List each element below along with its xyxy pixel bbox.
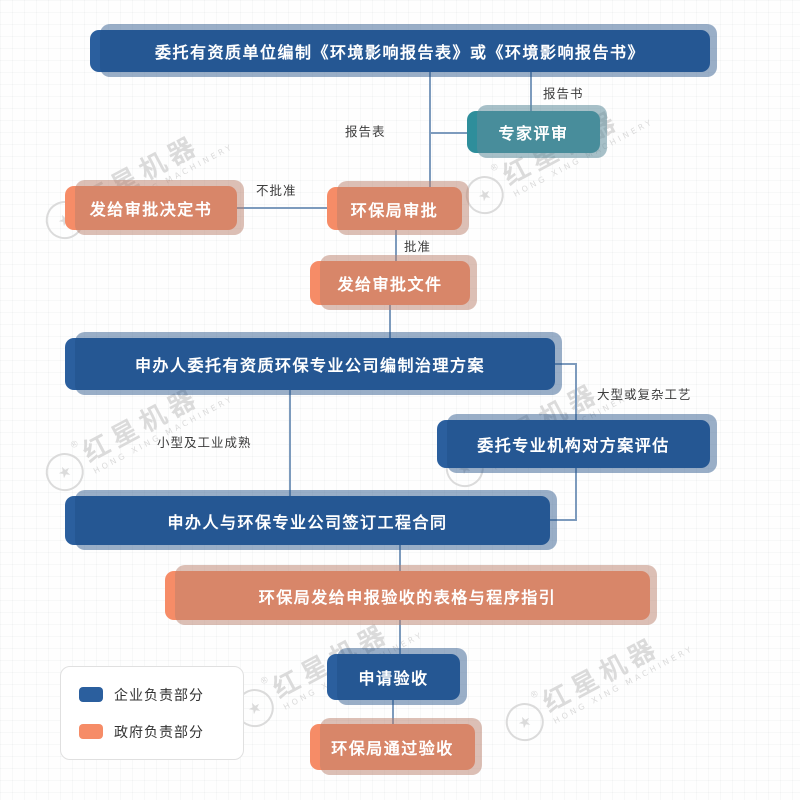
node-approval-document: 发给审批文件	[310, 255, 477, 310]
legend-swatch-enterprise	[79, 687, 103, 702]
edge-label-large-complex: 大型或复杂工艺	[597, 387, 692, 402]
legend-item-enterprise: 企业负责部分	[79, 685, 243, 705]
legend-item-government: 政府负责部分	[79, 722, 243, 742]
connector-contract-to-guide	[399, 545, 401, 571]
node-epa-approval: 环保局审批	[327, 181, 469, 235]
connector-plan-to-evaluation-h	[555, 363, 577, 365]
node-plan-evaluation: 委托专业机构对方案评估	[437, 414, 717, 473]
legend-label-enterprise: 企业负责部分	[114, 687, 204, 704]
connector-expert-to-epa	[429, 132, 467, 134]
connector-apply-to-pass	[392, 700, 394, 724]
connector-approval-doc-to-plan	[389, 305, 391, 338]
node-acceptance-guide: 环保局发给申报验收的表格与程序指引	[165, 565, 657, 625]
edge-label-report-form: 报告表	[345, 124, 386, 139]
node-commission-report: 委托有资质单位编制《环境影响报告表》或《环境影响报告书》	[90, 24, 717, 77]
connector-evaluation-to-contract-h	[550, 519, 577, 521]
connector-commission-to-expert	[530, 72, 532, 112]
node-decision-letter: 发给审批决定书	[65, 180, 244, 235]
edge-label-small-mature: 小型及工业成熟	[157, 435, 252, 450]
connector-evaluation-to-contract-v	[575, 468, 577, 521]
connector-epa-to-decision	[237, 207, 327, 209]
node-apply-acceptance: 申请验收	[327, 648, 467, 705]
connector-commission-to-epa	[429, 72, 431, 187]
legend-label-government: 政府负责部分	[114, 724, 204, 741]
node-expert-review: 专家评审	[467, 105, 607, 158]
edge-label-not-approved: 不批准	[256, 183, 297, 198]
node-treatment-plan: 申办人委托有资质环保专业公司编制治理方案	[65, 332, 562, 395]
connector-epa-to-approval-doc	[395, 230, 397, 261]
hongxing-logo-icon: ★®	[499, 689, 551, 748]
edge-label-report-book: 报告书	[543, 86, 584, 101]
edge-label-approved: 批准	[404, 239, 432, 254]
node-contract: 申办人与环保专业公司签订工程合同	[65, 490, 557, 550]
connector-plan-to-evaluation-v	[575, 363, 577, 420]
connector-plan-to-contract	[289, 390, 291, 496]
legend-swatch-government	[79, 724, 103, 739]
connector-guide-to-apply	[399, 620, 401, 654]
node-pass-acceptance: 环保局通过验收	[310, 718, 482, 775]
legend: 企业负责部分 政府负责部分	[60, 666, 244, 760]
